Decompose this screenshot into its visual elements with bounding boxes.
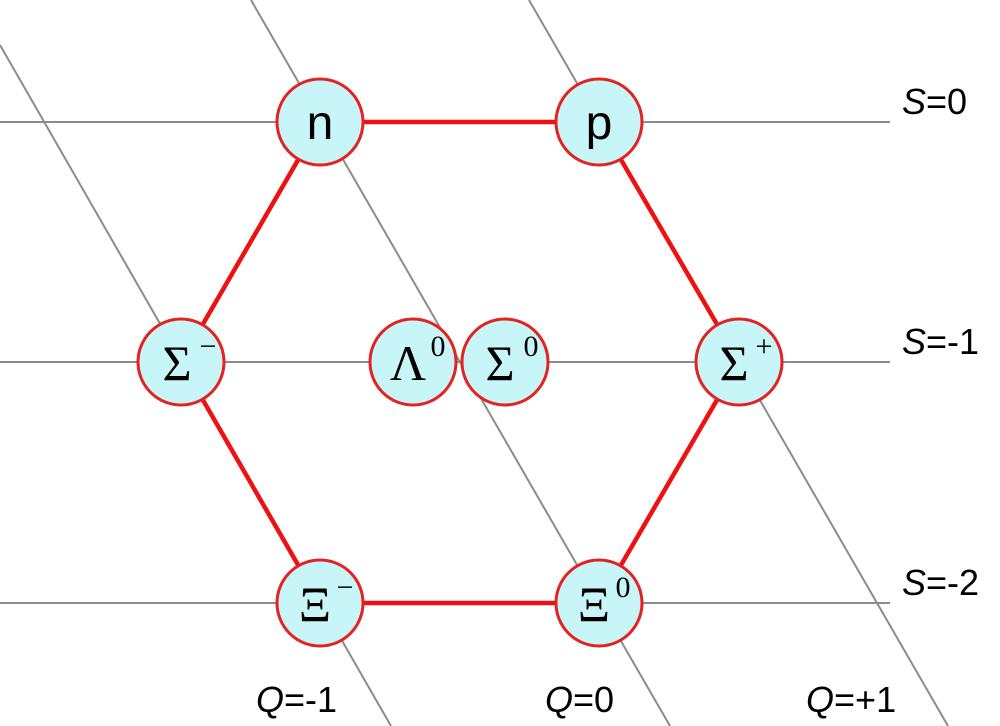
particle-sigma-plus-circle: [694, 317, 784, 407]
strangeness-label-minus-2: S=-2: [902, 562, 979, 603]
particle-sigma-minus: Σ −: [136, 317, 226, 407]
particle-lambda-0: Λ 0: [368, 317, 458, 407]
hexagon-edge-sigma-minus-n: [178, 119, 323, 365]
charge-label-minus-1: Q=-1: [256, 679, 337, 720]
particle-sigma-0-symbol: Σ: [485, 335, 514, 391]
particle-n-circle: [275, 77, 365, 167]
hexagon-edge-xi-minus-sigma-minus: [178, 359, 323, 606]
particle-lambda-0-circle: [368, 317, 458, 407]
particle-xi-0-circle: [554, 558, 644, 648]
particle-sigma-0: Σ 0: [460, 317, 550, 407]
particle-sigma-0-circle: [460, 317, 550, 407]
particle-xi-0-symbol: Ξ: [578, 576, 610, 632]
particle-lambda-0-symbol: Λ: [390, 335, 426, 391]
particle-xi-minus-circle: [275, 558, 365, 648]
particle-xi-minus: Ξ −: [275, 558, 365, 648]
strangeness-label-0: S=0: [902, 81, 967, 122]
particle-p-circle: [554, 77, 644, 167]
particle-sigma-minus-circle: [136, 317, 226, 407]
particle-sigma-minus-symbol: Σ: [162, 335, 191, 391]
particle-p-symbol: p: [586, 97, 613, 150]
particle-sigma-plus-symbol: Σ: [719, 335, 748, 391]
particle-xi-0: Ξ 0: [554, 558, 644, 648]
particle-sigma-plus: Σ +: [694, 317, 784, 407]
hexagon-edge-sigma-plus-xi-0: [596, 359, 742, 606]
charge-label-plus-1: Q=+1: [806, 679, 896, 720]
particle-sigma-minus-superscript: −: [200, 330, 217, 363]
charge-label-0: Q=0: [545, 679, 614, 720]
particle-sigma-0-superscript: 0: [524, 330, 539, 363]
particle-n-symbol: n: [307, 97, 334, 150]
particle-xi-minus-symbol: Ξ: [299, 576, 331, 632]
particle-xi-0-superscript: 0: [616, 571, 631, 604]
particle-sigma-plus-superscript: +: [756, 330, 773, 363]
strangeness-label-minus-1: S=-1: [902, 321, 979, 362]
hexagon-edge-p-sigma-plus: [596, 119, 742, 365]
particle-p: p: [554, 77, 644, 167]
hexagon: [178, 119, 742, 606]
particle-xi-minus-superscript: −: [337, 571, 354, 604]
particle-lambda-0-superscript: 0: [431, 330, 446, 363]
particle-n: n: [275, 77, 365, 167]
